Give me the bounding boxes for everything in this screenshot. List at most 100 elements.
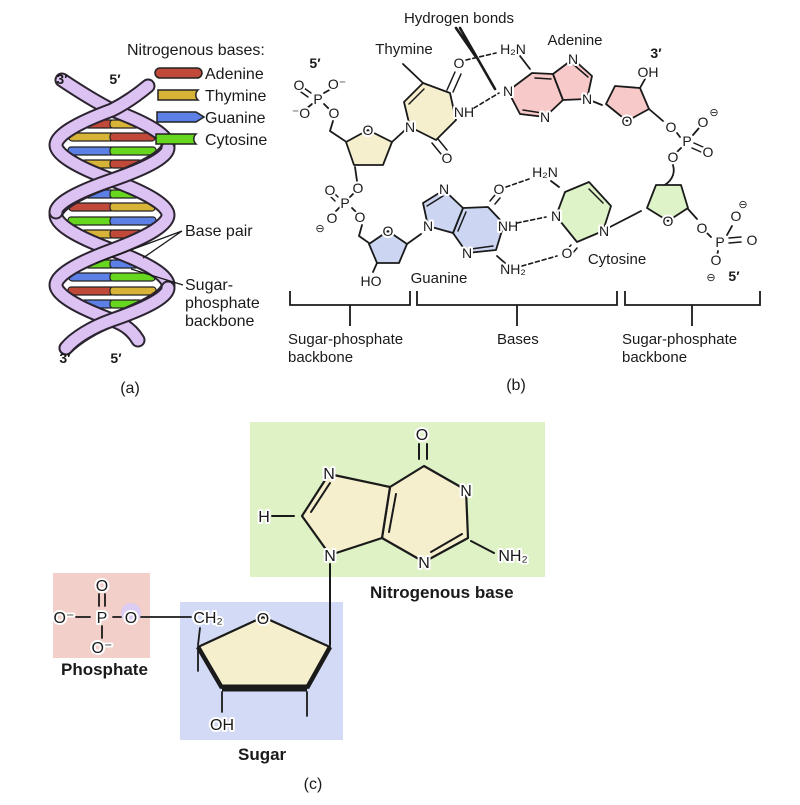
nitrogen-label: N [503, 83, 513, 99]
nitrogen-label: N [551, 208, 561, 224]
oxygen-label: O [668, 149, 679, 165]
backbone-label-line1: Sugar- [185, 277, 233, 294]
rung-right [109, 146, 157, 156]
oxygen-label: O [416, 427, 428, 444]
oxygen-label: O [327, 210, 338, 226]
oxygen-label: O [494, 181, 505, 197]
base-legend: Nitrogenous bases: Adenine Thymine Guani… [127, 42, 267, 149]
rung-right [109, 216, 157, 226]
five-prime-label-bottom: 5′ [728, 268, 740, 284]
amine-label: NH₂ [500, 261, 526, 277]
backbone-pointer-line [130, 268, 184, 286]
oxygen-label: O [442, 150, 453, 166]
nitrogen-label: N [568, 51, 578, 67]
oxygen-label: O [666, 119, 677, 135]
nitrogen-label: N [418, 555, 430, 572]
bridge-oxygen-highlight [121, 603, 141, 623]
adenine-swatch [154, 67, 203, 79]
legend-label-thymine: Thymine [205, 88, 266, 105]
oxygen-label: O [294, 77, 305, 93]
oxygen-label: O [711, 252, 722, 268]
bracket-left-label-line2: backbone [288, 349, 353, 366]
hydroxyl-label: HO [361, 273, 382, 289]
helix-end-5prime-top: 5′ [109, 71, 121, 87]
amine-label: NH₂ [498, 548, 527, 565]
base-pair-pointer-lines [95, 230, 183, 264]
rung-left [67, 286, 115, 296]
bracket-middle-label: Bases [497, 331, 539, 348]
phosphorus-label: P [340, 195, 349, 211]
panel-b-brackets: Sugar-phosphate backbone Bases Sugar-pho… [288, 291, 761, 366]
panel-b-chemistry: P O O⁻ ⁻O O 5′ O N NH O O Thymine Hydrog… [288, 10, 761, 394]
amine-label: H₂N [532, 164, 558, 180]
nitrogen-label: N [439, 181, 449, 197]
helix-end-3prime-top: 3′ [56, 71, 68, 87]
thymine-sugar: O [345, 120, 405, 182]
backbone-label-line3: backbone [185, 313, 254, 330]
helix-end-3prime-bottom: 3′ [59, 350, 71, 366]
oxygen-label: O [325, 182, 336, 198]
nitrogen-label: N [460, 483, 472, 500]
nh-label: NH [454, 104, 474, 120]
cytosine-name: Cytosine [588, 251, 646, 268]
legend-label-cytosine: Cytosine [205, 132, 267, 149]
oxygen-minus-label: O⁻ [92, 640, 113, 657]
helix-rungs [67, 119, 157, 309]
circled-minus: ⊖ [315, 223, 324, 235]
ring-oxygen-label: O [363, 122, 374, 138]
helix-strand-b [48, 78, 176, 348]
thymine-phosphate-group: P O O⁻ ⁻O O [290, 74, 348, 142]
phosphate-box-title: Phosphate [61, 660, 148, 679]
circled-minus: ⊖ [709, 107, 718, 119]
guanine-sugar: O HO [359, 221, 422, 291]
panel-c-caption: (c) [304, 776, 323, 793]
adenine-phosphate-group: O P O ⊖ O O [660, 106, 720, 188]
phosphorus-label: P [682, 133, 691, 149]
thymine-base: N NH O O Thymine [375, 41, 476, 168]
minus-oxygen-label: ⁻O [292, 105, 310, 121]
ring-oxygen-label: O [622, 113, 633, 129]
oxygen-label: O [747, 232, 758, 248]
hydrogen-bonds-pointer [454, 26, 497, 91]
oxygen-label: O [353, 180, 364, 196]
panel-a-helix: 3′ 5′ 3′ 5′ Nitrogenous bases: Adenine T… [48, 42, 267, 397]
oxygen-label: O [562, 245, 573, 261]
oxygen-label: O [698, 114, 709, 130]
legend-label-guanine: Guanine [205, 110, 266, 127]
hydrogen-label: H [258, 509, 270, 526]
internal-phosphate-group-left: O O P O ⊖ O [314, 178, 370, 244]
panel-c-nucleotide: O O⁻ P O⁻ O Phosphate CH₂ O OH Sugar H [52, 422, 545, 793]
three-prime-label: 3′ [650, 45, 662, 61]
cytosine-base: H₂N N N O Cytosine [530, 162, 646, 268]
oxygen-label: O [329, 105, 340, 121]
ring-oxygen-label: O [257, 611, 269, 628]
rung-left [67, 146, 115, 156]
panel-b-caption: (b) [506, 377, 526, 394]
guanine-swatch [156, 111, 206, 123]
phosphorus-label: P [97, 610, 108, 627]
nitrogen-label: N [423, 218, 433, 234]
phosphorus-label: P [313, 91, 322, 107]
oxygen-minus-label: O⁻ [54, 610, 75, 627]
cytosine-sugar: O [646, 184, 698, 231]
helix-end-5prime-bottom: 5′ [110, 350, 122, 366]
oxygen-label: O [731, 208, 742, 224]
ring-oxygen-label: O [383, 223, 394, 239]
nitrogen-label: N [462, 245, 472, 261]
ring-oxygen-label: O [663, 213, 674, 229]
oxygen-label: O [697, 220, 708, 236]
nitrogen-label: N [323, 466, 335, 483]
helix-strand-a-over [48, 140, 176, 356]
panel-a-caption: (a) [120, 380, 140, 397]
oxygen-label: O [703, 144, 714, 160]
adenine-base: H₂N N N N N Adenine [498, 32, 603, 127]
amine-label: H₂N [500, 41, 526, 57]
base-pair-label: Base pair [185, 223, 253, 240]
oxygen-label: O [355, 209, 366, 225]
nitrogen-label: N [405, 119, 415, 135]
nitrogen-label: N [599, 223, 609, 239]
phosphorus-label: P [715, 234, 724, 250]
legend-label-adenine: Adenine [205, 66, 264, 83]
